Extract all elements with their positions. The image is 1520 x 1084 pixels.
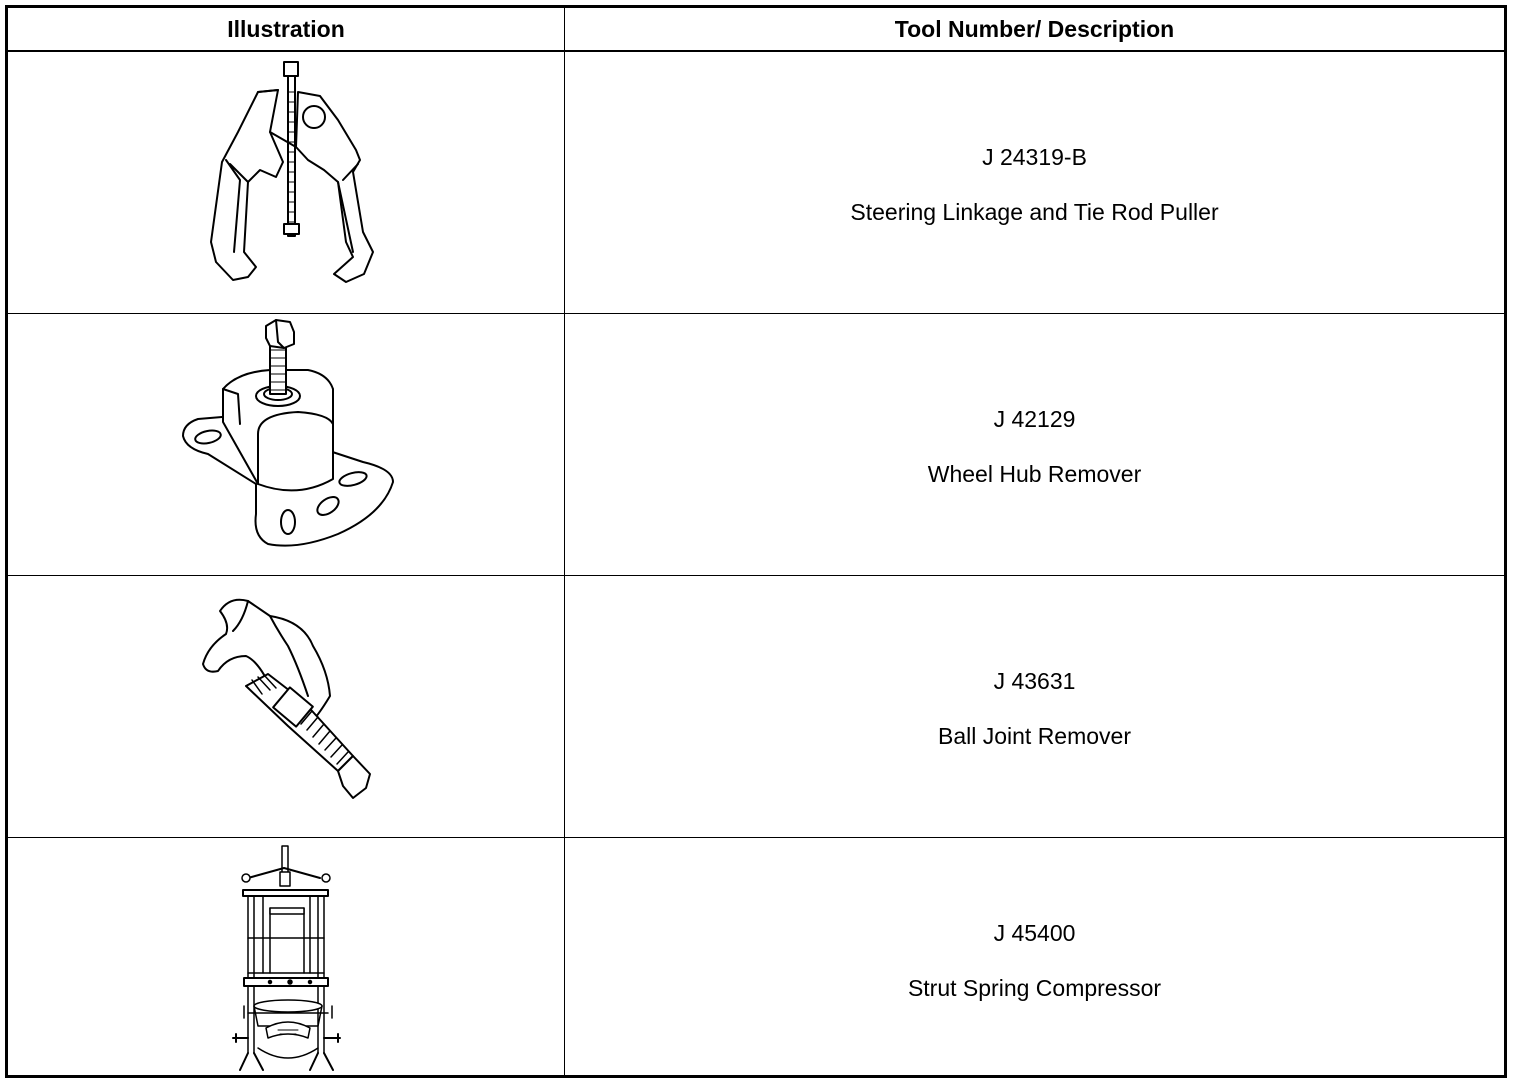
tie-rod-puller-icon — [210, 61, 374, 283]
tool-description: Wheel Hub Remover — [927, 461, 1142, 487]
strut-compressor-illustration — [8, 838, 564, 1078]
table-row: J 24319-B Steering Linkage and Tie Rod P… — [8, 52, 1504, 314]
tool-number: J 45400 — [993, 920, 1076, 946]
header-illustration: Illustration — [227, 16, 345, 42]
table-row: J 45400 Strut Spring Compressor — [8, 838, 1504, 1078]
tool-description: Steering Linkage and Tie Rod Puller — [850, 199, 1219, 225]
hub-remover-illustration — [8, 314, 564, 575]
wheel-hub-remover-icon — [182, 319, 394, 547]
table-row: J 42129 Wheel Hub Remover — [8, 314, 1504, 576]
tool-table: Illustration Tool Number/ Description — [5, 5, 1507, 1078]
tool-number: J 43631 — [993, 668, 1076, 694]
column-divider — [564, 8, 565, 1075]
tool-description: Strut Spring Compressor — [907, 975, 1162, 1001]
table-header: Illustration Tool Number/ Description — [8, 8, 1504, 52]
tool-number: J 42129 — [993, 406, 1076, 432]
strut-spring-compressor-icon — [232, 845, 341, 1071]
tool-number: J 24319-B — [982, 144, 1087, 170]
tool-description: Ball Joint Remover — [937, 723, 1132, 749]
ball-joint-illustration — [8, 576, 564, 837]
ball-joint-remover-icon — [202, 598, 371, 799]
table-row: J 43631 Ball Joint Remover — [8, 576, 1504, 838]
puller-illustration — [8, 52, 564, 313]
header-tool-description: Tool Number/ Description — [894, 16, 1175, 42]
